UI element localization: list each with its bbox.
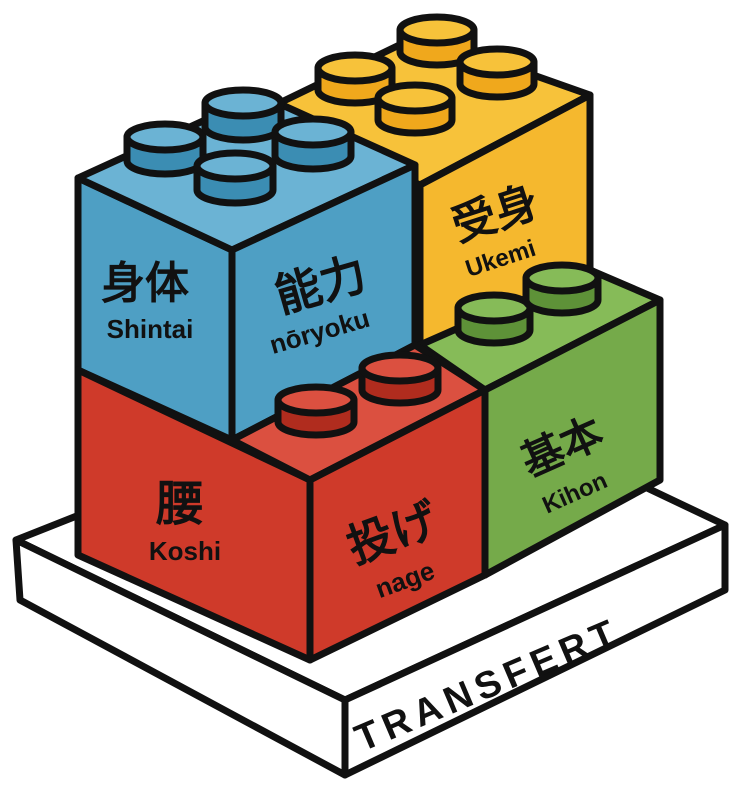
blue-studs [123, 86, 355, 207]
shintai-kanji: 身体 [101, 258, 189, 309]
kihon-studs [454, 261, 602, 347]
red-studs [274, 351, 442, 439]
base-front-face [341, 521, 729, 779]
koshi-kanji: 腰 [156, 476, 204, 532]
shintai-romaji: Shintai [107, 314, 194, 344]
block-red [74, 341, 489, 664]
nage-face [306, 386, 489, 664]
ukemi-studs [314, 13, 538, 137]
block-blue [74, 86, 419, 444]
koshi-romaji: Koshi [149, 536, 221, 566]
